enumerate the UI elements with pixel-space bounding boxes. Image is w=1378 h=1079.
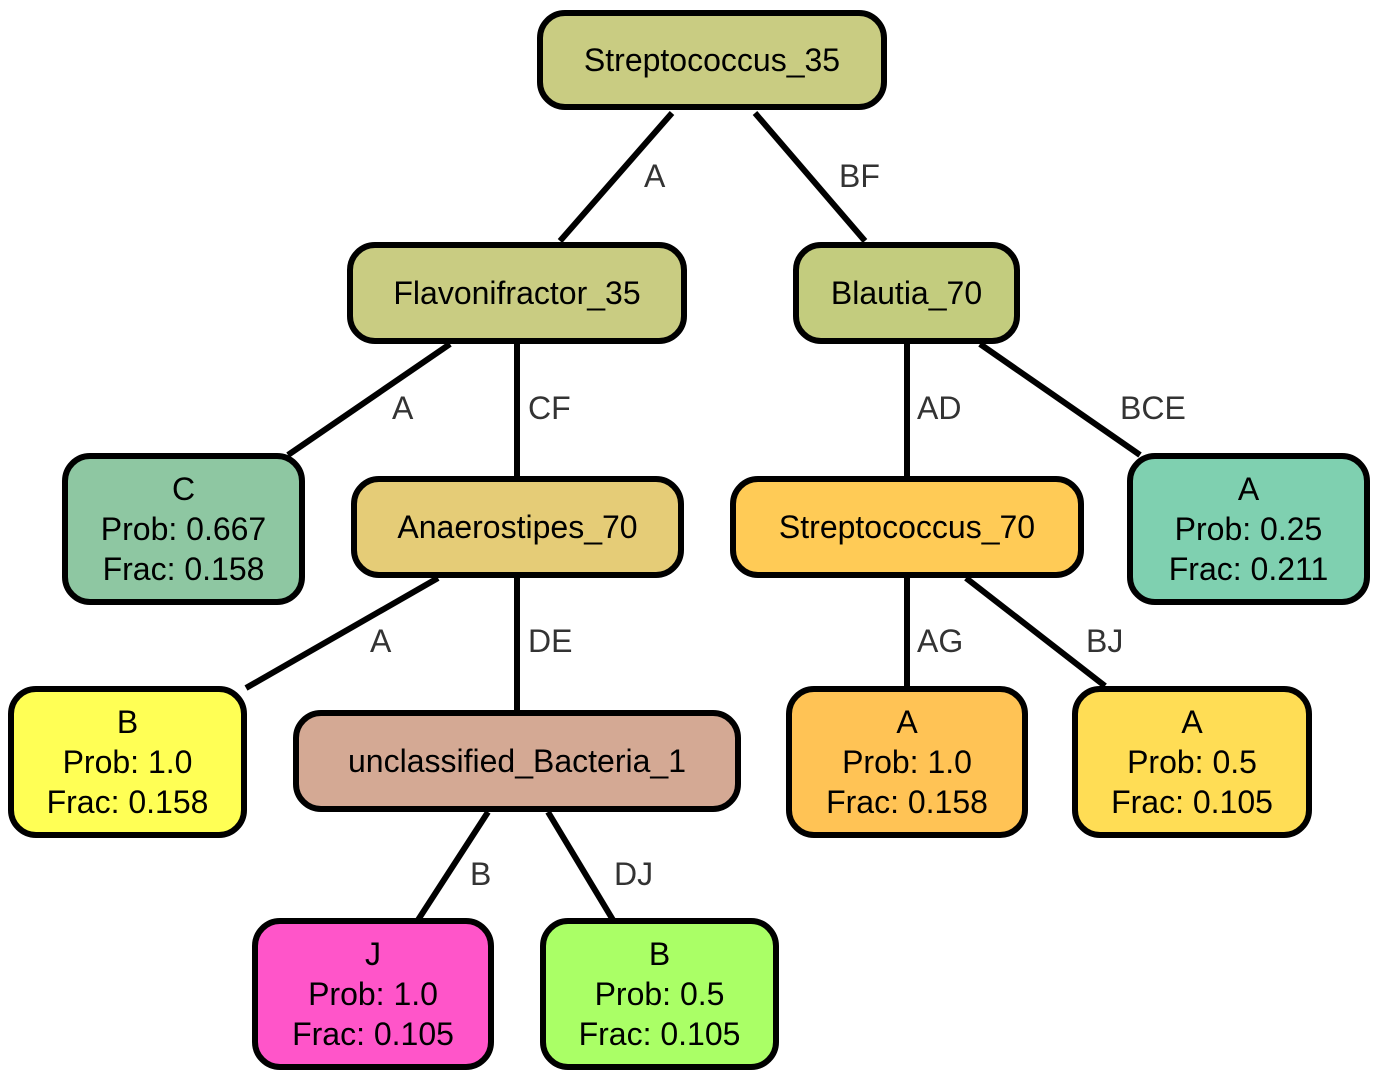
edge-label: A bbox=[370, 623, 392, 659]
node-label: Blautia_70 bbox=[830, 275, 983, 311]
leaf-node-j: J Prob: 1.0 Frac: 0.105 bbox=[252, 918, 494, 1070]
node-label: Streptococcus_35 bbox=[583, 42, 841, 78]
edge-anaero70-leafb1 bbox=[244, 575, 440, 691]
edge-label: CF bbox=[528, 390, 571, 426]
leaf-frac: Frac: 0.158 bbox=[46, 784, 209, 820]
edge-unclass-leafb2 bbox=[545, 810, 616, 922]
edge-label: DJ bbox=[614, 856, 654, 892]
node-streptococcus-70: Streptococcus_70 bbox=[730, 476, 1084, 578]
edge-strep70-leafa2 bbox=[964, 575, 1107, 689]
node-label: Flavonifractor_35 bbox=[393, 275, 641, 311]
leaf-node-c: C Prob: 0.667 Frac: 0.158 bbox=[62, 453, 305, 605]
leaf-frac: Frac: 0.105 bbox=[292, 1016, 454, 1052]
leaf-label: B bbox=[116, 704, 139, 740]
leaf-label: C bbox=[171, 471, 196, 507]
node-flavonifractor-35: Flavonifractor_35 bbox=[347, 242, 687, 344]
node-label: unclassified_Bacteria_1 bbox=[348, 743, 686, 779]
leaf-frac: Frac: 0.158 bbox=[102, 551, 265, 587]
leaf-node-a: A Prob: 1.0 Frac: 0.158 bbox=[786, 686, 1028, 838]
edge-label: B bbox=[470, 856, 492, 892]
leaf-label: B bbox=[648, 936, 671, 972]
node-unclassified-bacteria-1: unclassified_Bacteria_1 bbox=[293, 710, 741, 812]
leaf-node-b: B Prob: 0.5 Frac: 0.105 bbox=[540, 918, 779, 1070]
leaf-prob: Prob: 0.667 bbox=[100, 511, 267, 547]
node-label: Anaerostipes_70 bbox=[397, 509, 638, 545]
leaf-node-a: A Prob: 0.25 Frac: 0.211 bbox=[1127, 453, 1370, 605]
edge-blautia70-leafa3 bbox=[978, 341, 1142, 458]
node-blautia-70: Blautia_70 bbox=[793, 242, 1020, 344]
node-streptococcus-35: Streptococcus_35 bbox=[537, 10, 887, 110]
leaf-node-a: A Prob: 0.5 Frac: 0.105 bbox=[1072, 686, 1312, 838]
leaf-prob: Prob: 1.0 bbox=[62, 744, 193, 780]
edge-strep35-flavo35 bbox=[557, 111, 675, 243]
leaf-label: J bbox=[365, 936, 381, 972]
leaf-prob: Prob: 0.25 bbox=[1174, 511, 1323, 547]
edge-strep35-blautia70 bbox=[752, 111, 868, 243]
leaf-label: A bbox=[1237, 471, 1260, 507]
edge-label: DE bbox=[528, 623, 573, 659]
edge-label: BJ bbox=[1086, 623, 1124, 659]
edge-flavo35-leafc bbox=[286, 341, 452, 458]
leaf-prob: Prob: 1.0 bbox=[842, 744, 972, 780]
edge-label: AG bbox=[917, 623, 964, 659]
edge-label: A bbox=[392, 390, 414, 426]
leaf-label: A bbox=[896, 704, 918, 740]
edge-label: BF bbox=[839, 158, 880, 194]
node-anaerostipes-70: Anaerostipes_70 bbox=[351, 476, 684, 578]
edge-unclass-leafj bbox=[415, 810, 491, 922]
node-label: Streptococcus_70 bbox=[778, 509, 1036, 545]
leaf-label: A bbox=[1181, 704, 1203, 740]
edge-label: A bbox=[644, 158, 666, 194]
leaf-frac: Frac: 0.158 bbox=[826, 784, 988, 820]
leaf-node-b: B Prob: 1.0 Frac: 0.158 bbox=[8, 686, 247, 838]
edge-label: BCE bbox=[1120, 390, 1186, 426]
leaf-frac: Frac: 0.211 bbox=[1168, 551, 1329, 587]
leaf-prob: Prob: 0.5 bbox=[594, 976, 725, 1012]
leaf-prob: Prob: 0.5 bbox=[1127, 744, 1257, 780]
leaf-frac: Frac: 0.105 bbox=[1111, 784, 1273, 820]
edge-label: AD bbox=[917, 390, 962, 426]
leaf-frac: Frac: 0.105 bbox=[578, 1016, 741, 1052]
leaf-prob: Prob: 1.0 bbox=[308, 976, 438, 1012]
